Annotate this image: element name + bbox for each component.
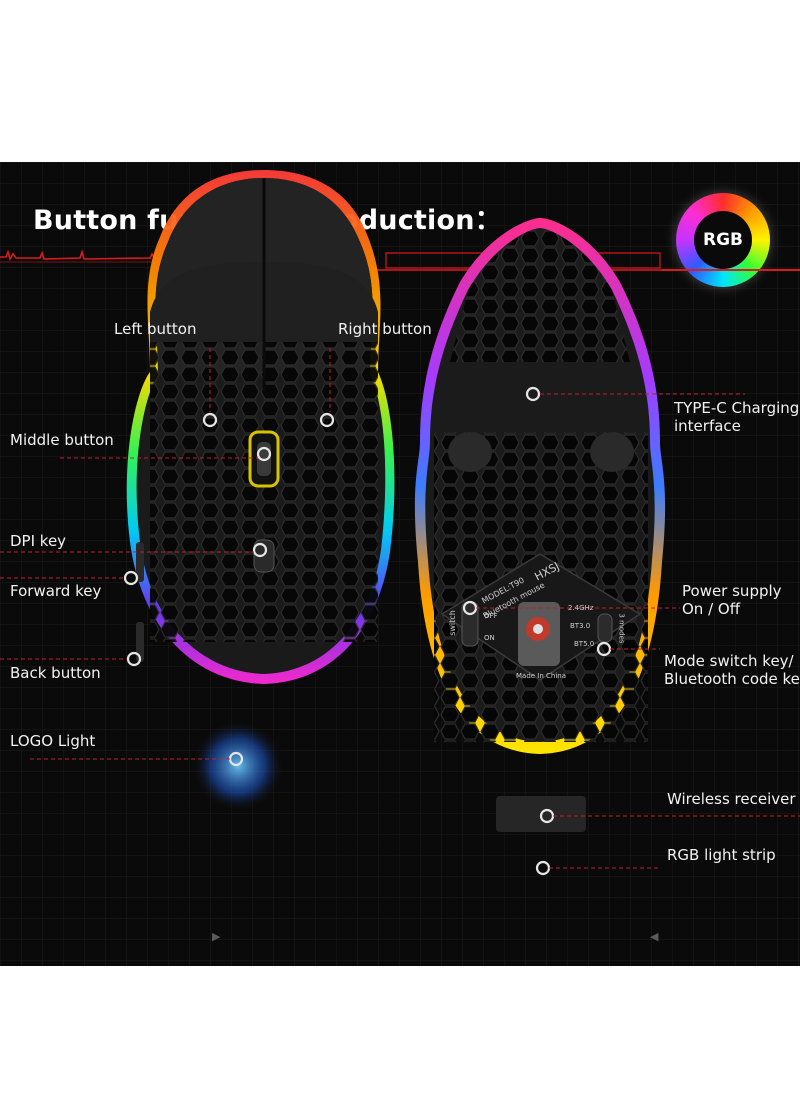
label-forward-key: Forward key xyxy=(10,582,102,600)
sticker-bt3: BT3.0 xyxy=(570,622,591,630)
label-type-c-line1: TYPE-C Charging xyxy=(674,399,800,417)
product-panel: Button function introduction： RGB xyxy=(0,162,800,966)
sticker-switch: switch xyxy=(447,610,457,636)
label-wireless-receiver: Wireless receiver xyxy=(667,790,796,808)
label-mode-line2: Bluetooth code key xyxy=(664,670,800,688)
sticker-bt5: BT5.0 xyxy=(574,640,595,648)
sticker-freq: 2.4GHz xyxy=(568,604,594,612)
label-dpi-key: DPI key xyxy=(10,532,67,550)
mouse-illustration xyxy=(0,170,800,876)
arrow-left-icon: ◀ xyxy=(650,930,659,943)
label-mode-line1: Mode switch key/ xyxy=(664,652,794,670)
sticker-modes: 3 modes xyxy=(617,613,626,644)
label-left-button: Left button xyxy=(114,320,197,338)
label-power-line2: On / Off xyxy=(682,600,741,618)
sticker-origin: Made In China xyxy=(516,672,567,680)
label-back-button: Back button xyxy=(10,664,101,682)
background-grid xyxy=(0,162,800,966)
label-power-line1: Power supply xyxy=(682,582,782,600)
sticker-on: ON xyxy=(484,634,495,642)
label-type-c-line2: interface xyxy=(674,417,741,435)
label-right-button: Right button xyxy=(338,320,432,338)
arrow-right-icon: ▶ xyxy=(212,930,221,943)
rgb-badge-text: RGB xyxy=(702,230,743,250)
label-rgb-strip: RGB light strip xyxy=(667,846,776,864)
label-logo-light: LOGO Light xyxy=(10,732,96,750)
rgb-badge: RGB xyxy=(676,193,770,287)
label-middle-button: Middle button xyxy=(10,431,114,449)
sticker-off: OFF xyxy=(484,612,498,620)
